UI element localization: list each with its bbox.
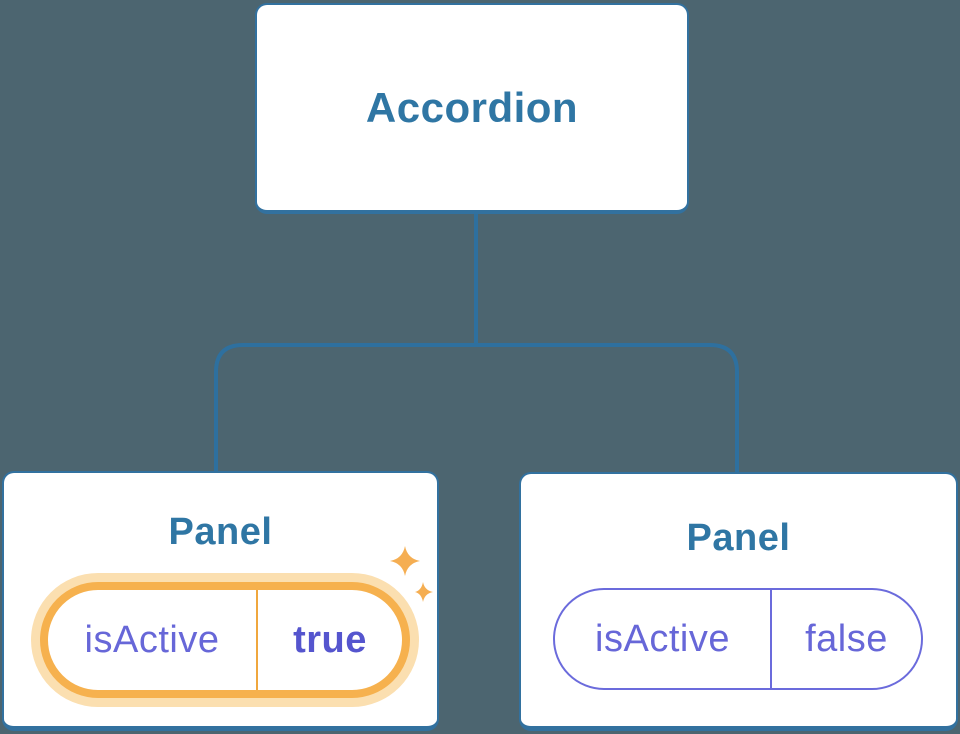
state-key-label: isActive [595, 617, 730, 660]
state-pill-highlighted: isActive true [40, 582, 410, 698]
sparkle-icon [390, 546, 433, 602]
panel-title: Panel [168, 511, 273, 553]
state-value-label: true [256, 590, 402, 690]
node-panel-inactive: Panel isActive false [519, 472, 958, 731]
branch-line [214, 343, 739, 473]
node-panel-active: Panel isActive true [2, 471, 439, 731]
state-key-label: isActive [84, 618, 220, 661]
state-value-label: false [770, 590, 921, 688]
sparkle-large [390, 546, 420, 576]
accordion-label: Accordion [365, 83, 579, 131]
panel-title: Panel [686, 517, 791, 559]
sparkle-small [415, 582, 433, 602]
state-pill-plain: isActive false [553, 588, 923, 690]
node-accordion: Accordion [255, 3, 689, 214]
